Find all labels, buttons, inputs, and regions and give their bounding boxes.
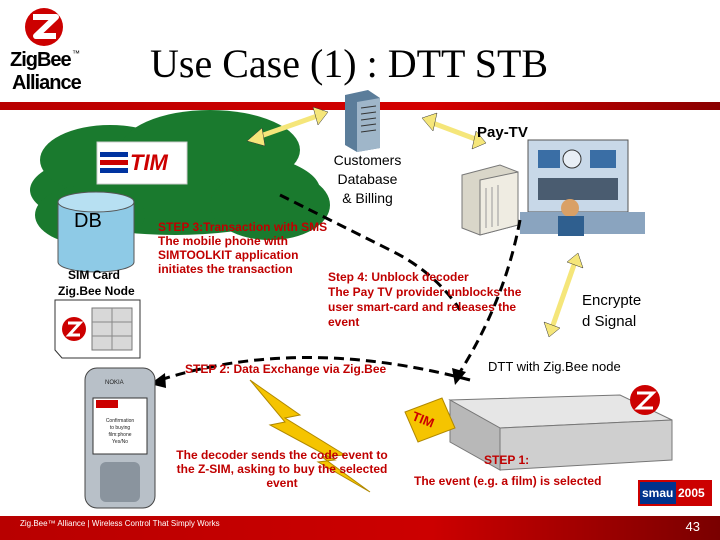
sim-card-icon [54, 299, 141, 359]
zigbee-logo [0, 0, 105, 115]
server-icon [345, 90, 380, 152]
decoder-tower-icon [461, 164, 519, 236]
step3-line3: SIMTOOLKIT application [158, 248, 299, 262]
set-top-box-icon [404, 385, 673, 471]
tim-logo [96, 141, 188, 185]
database-icon [57, 191, 135, 273]
logo-text-zigbee: ZigBee [10, 49, 72, 71]
sim-card-label: SIM Card [68, 268, 121, 282]
step4-line3: user smart-card and releases the [328, 300, 517, 314]
smau-year: 2005 [678, 486, 705, 500]
paytv-control-room-icon [520, 139, 645, 236]
dashed-flow-step4 [458, 219, 522, 373]
zigbee-logo-mark [25, 8, 63, 46]
dashed-flow-step2 [159, 356, 471, 382]
phone-brand: NOKIA [105, 380, 124, 386]
logo-text-alliance: Alliance [12, 72, 82, 94]
footer-bar [0, 516, 720, 540]
step4-line4: event [328, 315, 360, 329]
smau-badge [638, 480, 712, 506]
zigbee-node-label: Zig.Bee Node [58, 284, 135, 298]
step4-title: Step 4: Unblock decoder [328, 270, 469, 284]
dashed-flow-step3 [279, 193, 462, 311]
step2-label: STEP 2: Data Exchange via Zig.Bee [185, 362, 387, 376]
phone-screen-line3: film:phone [108, 432, 132, 438]
phone-screen-line4: Yes/No [112, 439, 128, 445]
smau-text: smau [642, 486, 674, 500]
step3-title: STEP 3:Transaction with SMS [158, 220, 328, 234]
encrypted-signal-label-2: d Signal [582, 313, 637, 330]
mobile-phone-icon [84, 367, 156, 509]
server-label-3: & Billing [342, 190, 393, 206]
page-number: 43 [685, 519, 700, 534]
phone-screen-line1: Confir­mation [105, 418, 135, 424]
arrowhead-step4 [452, 368, 466, 385]
step1-title: STEP 1: [484, 453, 530, 467]
paytv-label: Pay-TV [477, 124, 528, 141]
server-label-2: Database [337, 171, 398, 187]
decoder-line2: the Z-SIM, asking to buy the selected [176, 462, 388, 476]
server-label-1: Customers [333, 152, 402, 168]
phone-screen-line2: to buying [109, 425, 131, 431]
logo-tm: ™ [72, 49, 80, 58]
decoder-line3: event [266, 476, 298, 490]
decoder-line1: The decoder sends the code event to [176, 448, 388, 462]
double-arrow-signal [543, 252, 584, 338]
tim-logo-text: TIM [130, 150, 168, 175]
step3-line4: initiates the transaction [158, 262, 293, 276]
page-title: Use Case (1) : DTT STB [150, 41, 549, 86]
step4-line2: The Pay TV provider unblocks the [328, 285, 522, 299]
footer-text: Zig.Bee™ Alliance | Wireless Control Tha… [20, 519, 220, 528]
encrypted-signal-label-1: Encrypte [582, 292, 642, 309]
step3-line2: The mobile phone with [158, 234, 288, 248]
lightning-bolt-icon [249, 379, 371, 493]
stb-label: DTT with Zig.Bee node [488, 359, 621, 374]
db-label: DB [74, 210, 102, 232]
double-arrow-left [246, 106, 329, 147]
double-arrow-right [421, 112, 487, 150]
step1-text: The event (e.g. a film) is selected [414, 474, 602, 488]
